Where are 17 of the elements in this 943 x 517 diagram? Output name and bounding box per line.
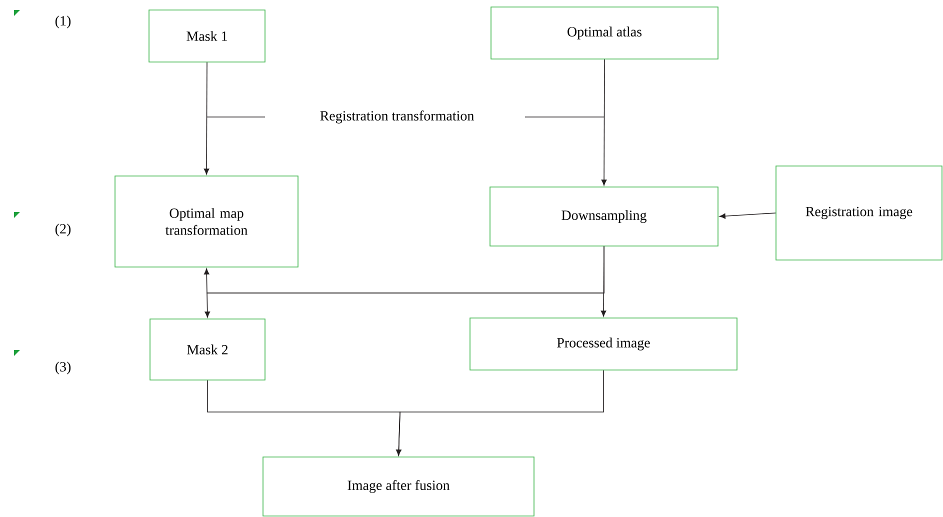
arrow <box>204 62 210 175</box>
step-number: (1) <box>55 16 71 28</box>
process-box: Optimal map transformation <box>114 176 298 268</box>
arrow <box>396 370 604 456</box>
process-box: Processed image <box>470 318 738 370</box>
step-number: (2) <box>55 224 71 236</box>
process-box: Mask 1 <box>148 10 266 62</box>
arrow <box>719 212 776 219</box>
process-box: Mask 2 <box>150 318 266 380</box>
arrow <box>600 246 606 317</box>
annotation-text: Registration transformation <box>320 110 474 124</box>
process-box: Optimal atlas <box>490 6 718 60</box>
step-number: (3) <box>55 362 71 374</box>
process-box: Downsampling <box>490 186 718 246</box>
process-box: Registration image <box>776 166 942 260</box>
arrow <box>601 59 607 186</box>
process-box: Image after fusion <box>262 456 534 516</box>
